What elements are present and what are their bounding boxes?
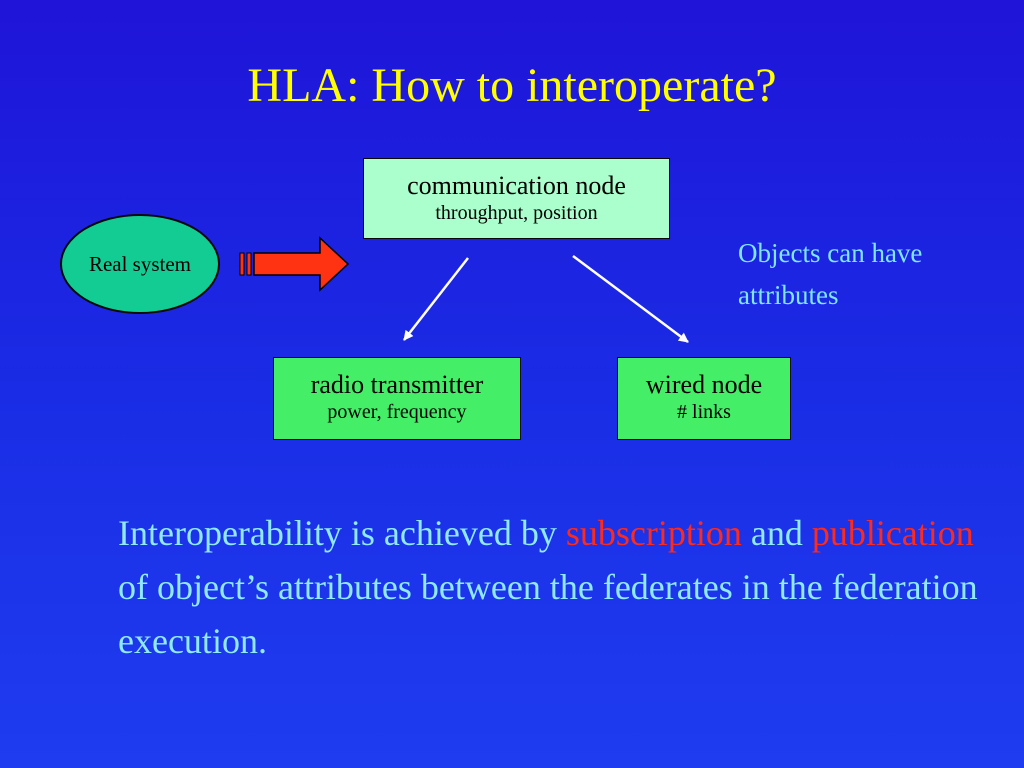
highlight-publication: publication [811,513,974,553]
radio-transmitter-box: radio transmitter power, frequency [273,357,521,440]
wired-node-attributes: # links [677,401,731,423]
side-note: Objects can have attributes [738,238,923,310]
main-text-part2: and [741,513,812,553]
wired-node-name: wired node [645,370,763,399]
arrow-to-wired-node [572,254,689,344]
real-system-label: Real system [88,251,192,276]
real-system-ellipse: Real system [60,214,220,314]
arrow-to-radio-transmitter [403,257,469,341]
slide-title: HLA: How to interoperate? [247,59,777,112]
wired-node-box: wired node # links [617,357,791,440]
main-text-part1: Interoperability is achieved by [118,513,566,553]
main-paragraph: Interoperability is achieved by subscrip… [118,506,978,668]
communication-node-name: communication node [407,171,626,200]
main-text-part3: of object’s attributes between the feder… [118,567,978,661]
block-arrow-icon [239,236,350,292]
radio-transmitter-name: radio transmitter [310,370,484,399]
communication-node-attributes: throughput, position [435,202,598,224]
highlight-subscription: subscription [565,513,742,553]
communication-node-box: communication node throughput, position [363,158,670,239]
radio-transmitter-attributes: power, frequency [327,401,467,423]
